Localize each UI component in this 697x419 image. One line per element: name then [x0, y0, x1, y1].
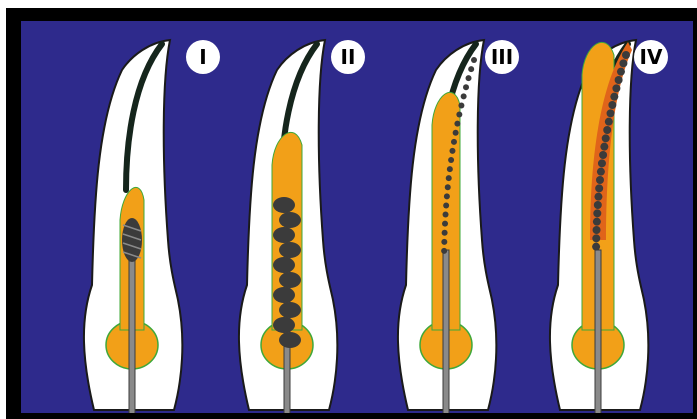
- stage-label: III: [491, 45, 513, 69]
- spiral-segment: [279, 212, 301, 228]
- file-bead: [444, 193, 450, 199]
- file-bead: [602, 134, 610, 142]
- file-bead: [593, 209, 601, 217]
- file-bead: [441, 239, 447, 245]
- instrument-shaft: [595, 250, 601, 415]
- file-bead: [451, 139, 457, 145]
- file-bead: [615, 76, 623, 84]
- file-bead: [461, 93, 467, 99]
- file-bead: [463, 84, 469, 90]
- file-bead: [612, 84, 620, 92]
- file-bead: [471, 57, 477, 63]
- file-bead: [443, 212, 449, 218]
- file-bead: [442, 221, 448, 227]
- file-bead: [454, 121, 460, 127]
- stage-label: II: [341, 45, 356, 69]
- file-bead: [456, 112, 462, 118]
- file-bead: [448, 157, 454, 163]
- file-bead: [600, 143, 608, 151]
- spiral-segment: [273, 287, 295, 303]
- file-bead: [593, 218, 601, 226]
- spiral-segment: [273, 197, 295, 213]
- file-bead: [595, 184, 603, 192]
- file-bead: [449, 148, 455, 154]
- stage-label: IV: [640, 45, 663, 69]
- file-bead: [468, 66, 474, 72]
- file-bead: [593, 226, 601, 234]
- stage-label: I: [199, 45, 206, 69]
- file-bead: [603, 126, 611, 134]
- instrument-shaft: [129, 250, 135, 415]
- file-bead: [466, 75, 472, 81]
- file-bead: [441, 248, 447, 254]
- spiral-segment: [273, 257, 295, 273]
- file-bead: [445, 184, 451, 190]
- file-bead: [617, 68, 625, 76]
- file-bead: [607, 109, 615, 117]
- file-bead: [453, 130, 459, 136]
- file-bead: [622, 51, 630, 59]
- spiral-segment: [279, 332, 301, 348]
- file-bead: [598, 159, 606, 167]
- file-bead: [619, 59, 627, 67]
- file-bead: [594, 201, 602, 209]
- file-bead: [592, 243, 600, 251]
- file-bead: [458, 102, 464, 108]
- file-bead: [443, 202, 449, 208]
- file-bead: [597, 168, 605, 176]
- spiral-segment: [279, 302, 301, 318]
- file-bead: [599, 151, 607, 159]
- file-bead: [605, 118, 613, 126]
- file-bead: [442, 230, 448, 236]
- file-bead: [594, 193, 602, 201]
- file-bead: [608, 101, 616, 109]
- instrument-shaft: [443, 250, 449, 415]
- file-bead: [447, 166, 453, 172]
- file-bead: [592, 234, 600, 242]
- spiral-segment: [279, 242, 301, 258]
- file-bead: [446, 175, 452, 181]
- file-bead: [610, 93, 618, 101]
- spiral-segment: [273, 317, 295, 333]
- file-bead: [596, 176, 604, 184]
- spiral-segment: [279, 272, 301, 288]
- spiral-segment: [273, 227, 295, 243]
